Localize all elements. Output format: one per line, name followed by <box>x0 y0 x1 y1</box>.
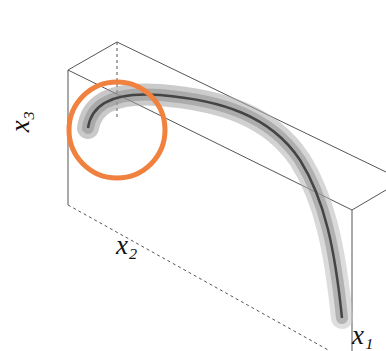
centerline <box>88 94 342 318</box>
axis-label: x₂ <box>116 232 137 259</box>
axis-label: x₃ <box>7 111 34 132</box>
bounding-box <box>68 42 386 351</box>
highlight-circle <box>69 82 165 178</box>
tube-surface <box>88 94 342 318</box>
axis-label: x₁ <box>352 322 373 349</box>
tube-core <box>88 94 342 318</box>
